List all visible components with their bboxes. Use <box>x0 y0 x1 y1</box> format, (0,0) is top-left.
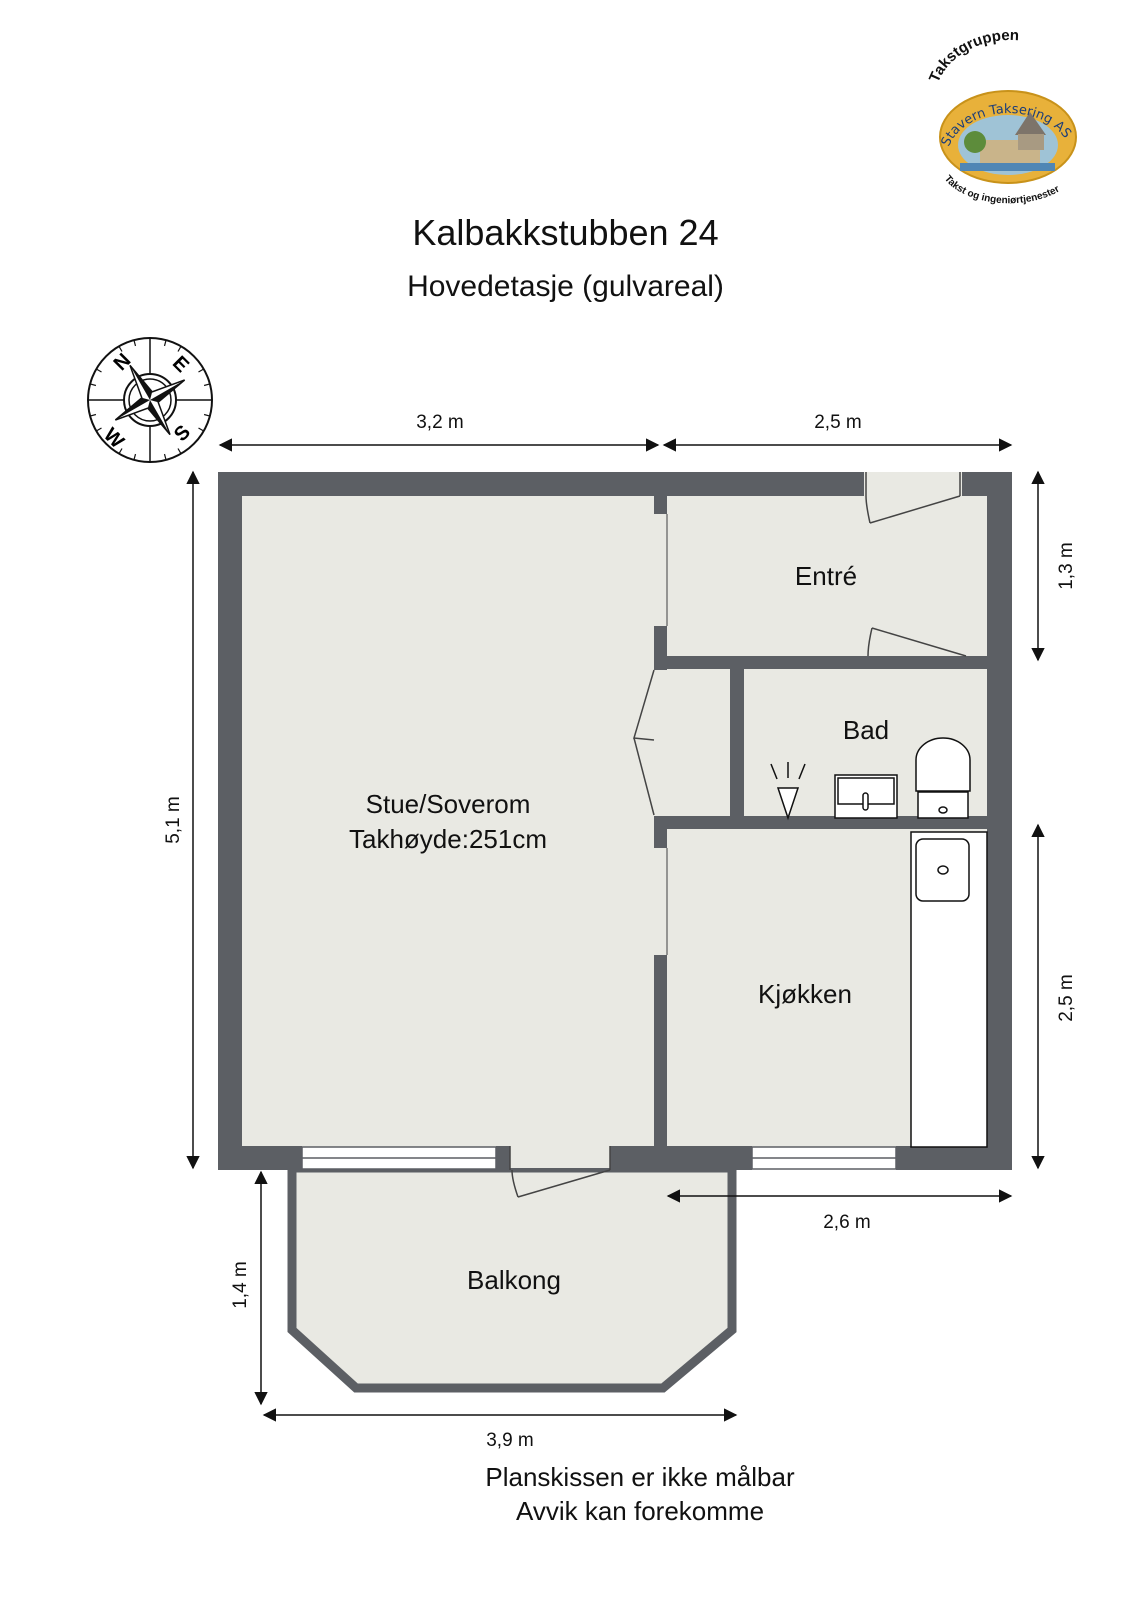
sink-icon <box>834 774 898 819</box>
room-label-entre: Entré <box>795 561 857 591</box>
window-kitchen <box>751 1146 897 1170</box>
dim-top-right: 2,5 m <box>814 412 862 433</box>
room-label-bad: Bad <box>843 715 889 745</box>
room-label-stue: Stue/Soverom <box>366 789 531 819</box>
window-living <box>301 1146 497 1170</box>
balcony-door[interactable] <box>509 1146 611 1198</box>
dim-balcony-width: 3,9 m <box>486 1430 534 1451</box>
room-label-takhoyde: Takhøyde:251cm <box>349 824 547 854</box>
dim-bottom-right: 2,6 m <box>823 1212 871 1233</box>
shower-drain-icon <box>770 762 806 821</box>
dim-right-bottom: 2,5 m <box>1056 974 1077 1022</box>
dim-right-top: 1,3 m <box>1056 542 1077 590</box>
svg-text:Takstgruppen: Takstgruppen <box>926 27 1019 85</box>
toilet-icon <box>915 737 971 819</box>
kitchen-counter <box>910 831 988 1148</box>
bathroom-door[interactable] <box>867 627 967 657</box>
dim-top-left: 3,2 m <box>416 412 464 433</box>
outer-walls <box>218 472 1012 1170</box>
interior-walls <box>654 496 987 1148</box>
company-logo: Takstgruppen Stavern Taksering AS Takst … <box>926 27 1077 206</box>
plan-title: Kalbakkstubben 24 <box>412 212 719 253</box>
plan-subtitle: Hovedetasje (gulvareal) <box>407 270 724 303</box>
dimension-lines <box>186 438 1045 1422</box>
entry-door[interactable] <box>865 472 961 524</box>
dim-balcony-height: 1,4 m <box>230 1261 251 1309</box>
disclaimer-line-1: Planskissen er ikke målbar <box>485 1462 795 1492</box>
room-label-balkong: Balkong <box>467 1265 561 1295</box>
disclaimer-line-2: Avvik kan forekomme <box>515 1496 765 1526</box>
dim-left: 5,1 m <box>163 796 184 844</box>
compass-rose-icon: N E S W <box>87 337 213 463</box>
room-label-kjokken: Kjøkken <box>758 979 852 1009</box>
closet-door[interactable] <box>633 669 655 816</box>
logo-top-text: Takstgruppen <box>926 27 1019 85</box>
